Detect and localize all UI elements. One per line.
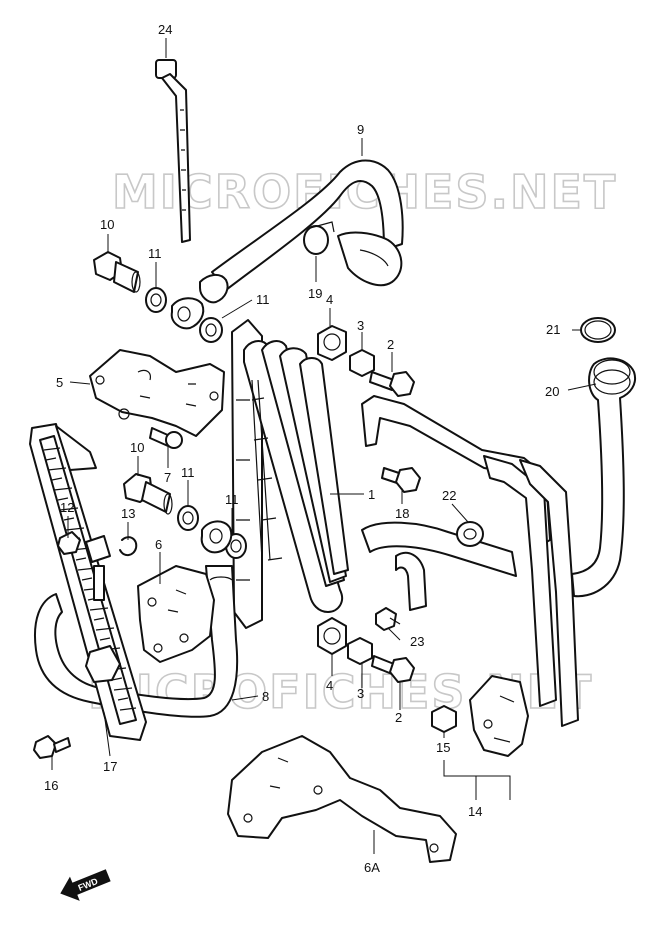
- callout-22: 22: [442, 488, 456, 503]
- callout-11-lower-b: 11: [225, 492, 239, 507]
- fwd-label: FWD: [77, 876, 100, 893]
- callout-3-upper: 3: [357, 318, 364, 333]
- hose-end-fitting-lower: [200, 520, 233, 554]
- part-10-union-bolt-lower: [123, 473, 173, 515]
- part-24-cable-tie: [155, 59, 191, 243]
- part-19-hose-clamp: [303, 221, 335, 255]
- callout-9: 9: [357, 122, 364, 137]
- callout-7: 7: [164, 470, 171, 485]
- part-3-collar-lower: [347, 637, 373, 665]
- callout-20: 20: [545, 384, 559, 399]
- part-10-union-bolt-upper: [93, 251, 141, 293]
- part-6-side-bracket: [137, 565, 215, 663]
- part-5-bracket-plate: [89, 349, 225, 437]
- part-4-grommet-lower: [317, 617, 347, 655]
- callout-4-lower: 4: [326, 678, 333, 693]
- part-7-screw: [149, 427, 183, 449]
- callout-15: 15: [436, 740, 450, 755]
- part-9-oil-hose: [199, 159, 404, 304]
- guard-hose-connector: [85, 535, 121, 683]
- callout-labels: 24 9 10 11 11 19 4 3 2 21 20 5 10 7 11 1…: [44, 22, 560, 875]
- callout-11-upper-b: 11: [256, 292, 270, 307]
- callout-8: 8: [262, 689, 269, 704]
- callout-14: 14: [468, 804, 482, 819]
- callout-17: 17: [103, 759, 117, 774]
- part-16-bolt: [33, 735, 71, 759]
- callout-18: 18: [395, 506, 409, 521]
- part-14-frame-assembly: [361, 395, 579, 757]
- callout-5: 5: [56, 375, 63, 390]
- callout-10-upper: 10: [100, 217, 114, 232]
- part-2-bolt-lower: [371, 655, 415, 683]
- callout-1: 1: [368, 487, 375, 502]
- fwd-arrow-icon: FWD: [60, 869, 111, 901]
- hose-end-fitting-upper: [170, 297, 205, 330]
- callout-3-lower: 3: [357, 686, 364, 701]
- part-20-pipe: [571, 357, 636, 598]
- callout-16: 16: [44, 778, 58, 793]
- callout-21: 21: [546, 322, 560, 337]
- part-11-washers-upper: [145, 287, 223, 343]
- callout-11-upper-a: 11: [148, 246, 162, 261]
- callout-6: 6: [155, 537, 162, 552]
- callout-13: 13: [121, 506, 135, 521]
- part-1-oil-cooler: [231, 319, 349, 629]
- part-22-grommet: [456, 521, 484, 547]
- callout-11-lower-a: 11: [181, 465, 195, 480]
- callout-10-lower: 10: [130, 440, 144, 455]
- callout-6a: 6A: [364, 860, 380, 875]
- callout-23: 23: [410, 634, 424, 649]
- part-6a-lower-bracket: [227, 735, 457, 863]
- part-18-bolt: [381, 467, 421, 493]
- part-2-bolt-upper: [369, 371, 415, 397]
- callout-2-lower: 2: [395, 710, 402, 725]
- callout-19: 19: [308, 286, 322, 301]
- part-8-lower-hose: [34, 565, 239, 718]
- callout-2-upper: 2: [387, 337, 394, 352]
- part-12-screw: [57, 531, 81, 555]
- callout-24: 24: [158, 22, 172, 37]
- leader-lines: [51, 38, 597, 854]
- callout-12: 12: [60, 500, 74, 515]
- part-15-nut: [431, 705, 457, 733]
- part-23-bolt: [375, 607, 401, 631]
- part-4-grommet-upper: [317, 325, 347, 361]
- part-3-collar-upper: [349, 349, 375, 377]
- part-21-o-ring: [580, 317, 616, 343]
- callout-4-upper: 4: [326, 292, 333, 307]
